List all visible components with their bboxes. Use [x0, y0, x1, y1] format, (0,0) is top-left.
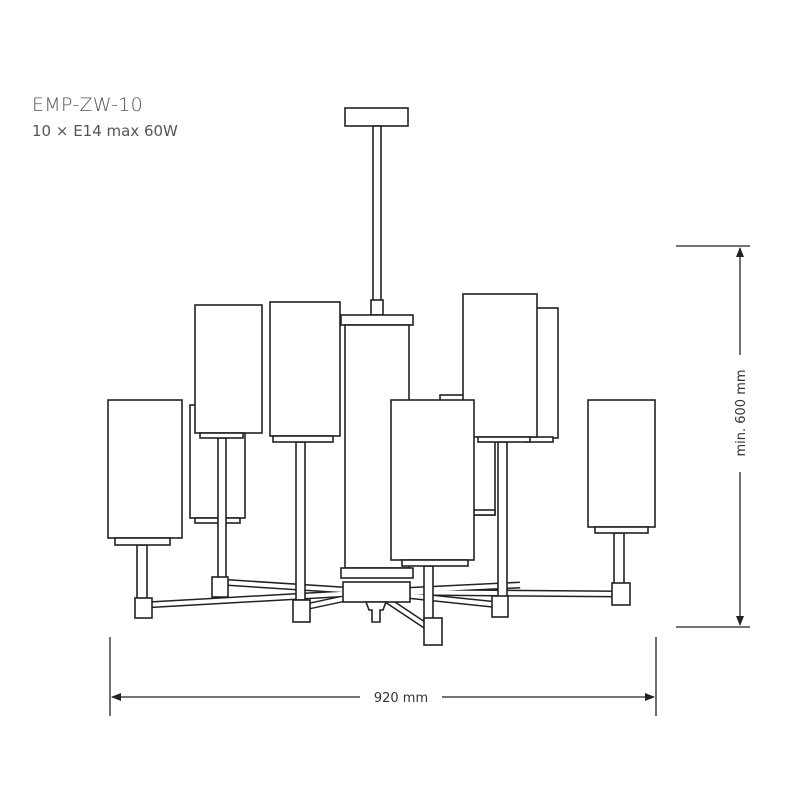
- height-label: min. 600 mm: [734, 369, 749, 456]
- bulb-spec: 10 × E14 max 60W: [32, 122, 178, 140]
- shade-front-center: [390, 399, 475, 646]
- shade-upper-left: [194, 304, 263, 598]
- model-name: EMP-ZW-10: [32, 94, 144, 116]
- shade-far-right: [587, 399, 656, 606]
- shade-far-left: [107, 399, 183, 619]
- ceiling-canopy: [344, 107, 409, 127]
- width-label: 920 mm: [374, 691, 428, 706]
- shade-upper-right: [462, 293, 538, 618]
- suspension-rod: [372, 125, 382, 302]
- shade-upper-mid-left: [269, 301, 341, 623]
